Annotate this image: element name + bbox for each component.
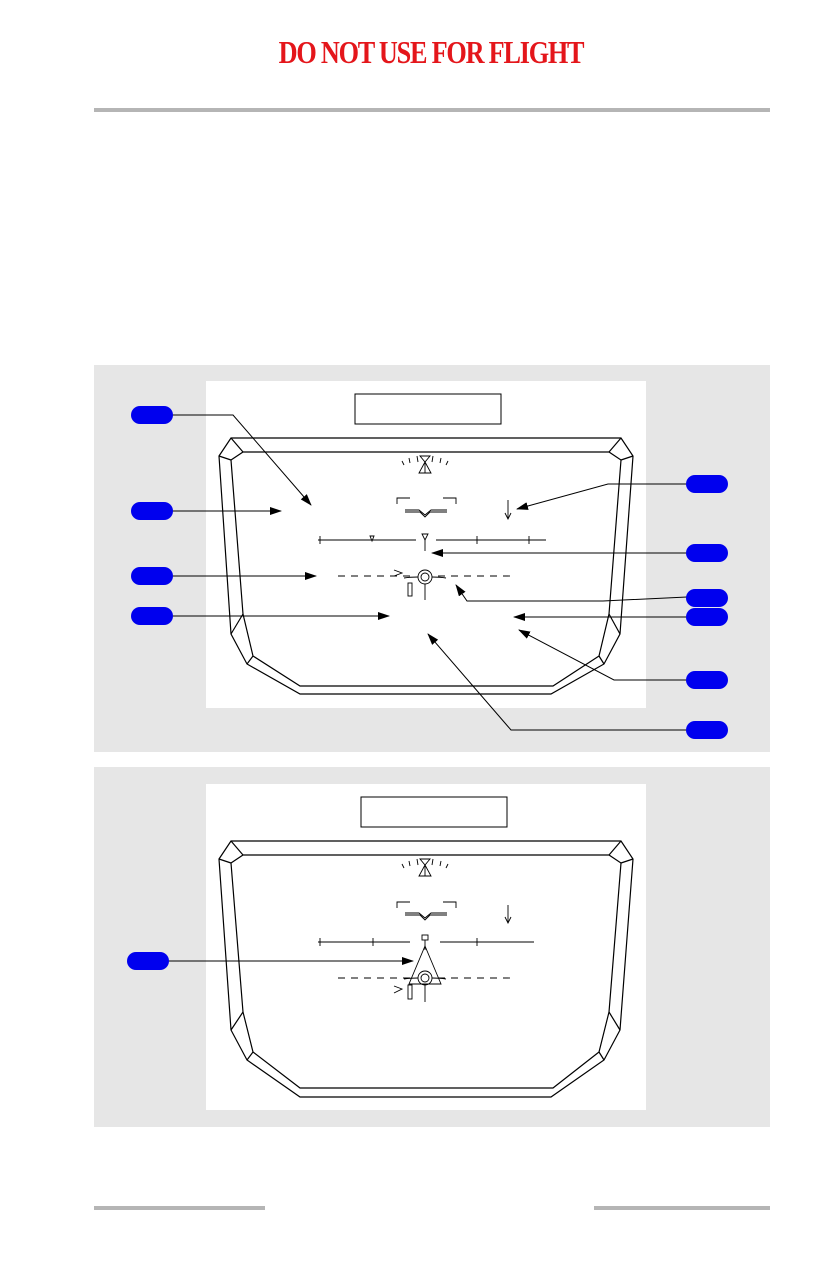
callout-bubble xyxy=(127,952,169,970)
hud-combiner-outline xyxy=(218,437,634,695)
callout-leader-lines-right xyxy=(427,483,688,731)
callout-bubble xyxy=(131,502,173,520)
callout-bubble xyxy=(686,671,728,689)
footer-rule-left xyxy=(94,1206,265,1210)
callout-leader-lines-left xyxy=(172,414,390,620)
pitch-reference-symbol xyxy=(338,569,514,600)
pitch-reference-symbol xyxy=(338,970,514,1002)
down-arrow-symbol xyxy=(504,905,512,925)
down-arrow-symbol xyxy=(504,500,512,521)
callout-bubble xyxy=(131,567,173,585)
velocity-bracket-symbol xyxy=(396,901,457,921)
header-rule xyxy=(94,108,770,112)
heading-scale-symbol xyxy=(401,858,449,877)
mode-caption-box xyxy=(354,393,502,425)
hud-frame-background xyxy=(206,381,646,708)
horizon-scale-line xyxy=(318,938,534,946)
hud-combiner-outline xyxy=(218,840,634,1098)
velocity-bracket-symbol xyxy=(396,497,457,518)
callout-bubble xyxy=(686,544,728,562)
callout-bubble xyxy=(131,406,173,424)
footer-rule-right xyxy=(594,1206,770,1210)
callout-bubble xyxy=(686,608,728,626)
sighting-cue-symbol xyxy=(408,934,442,985)
do-not-use-for-flight-banner: DO NOT USE FOR FLIGHT xyxy=(278,34,585,70)
callout-bubble xyxy=(131,607,173,625)
callout-bubbles-figure-2 xyxy=(127,952,169,970)
callout-bubble xyxy=(686,721,728,739)
callout-bubbles-figure-1 xyxy=(131,406,728,739)
callout-bubble xyxy=(686,475,728,493)
callout-bubble xyxy=(686,589,728,607)
heading-scale-symbol xyxy=(401,455,449,474)
hud-frame-background xyxy=(206,784,646,1110)
mode-caption-box xyxy=(360,796,508,828)
horizon-scale-line xyxy=(318,533,546,551)
